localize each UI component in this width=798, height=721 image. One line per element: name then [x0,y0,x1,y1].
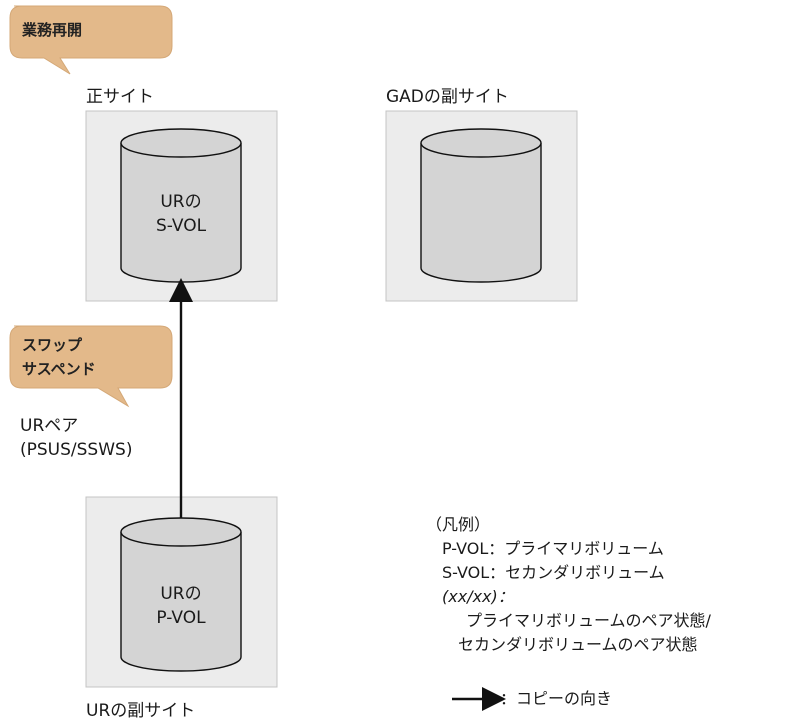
primary-volume-line1: URの [160,192,202,212]
ur-pair-label-line2: (PSUS/SSWS) [20,440,133,460]
legend: （凡例） P-VOL：プライマリボリューム S-VOL：セカンダリボリューム (… [426,513,711,657]
legend-svol: S-VOL：セカンダリボリューム [442,563,665,582]
ur-secondary-volume-line2: P-VOL [156,608,206,628]
gad-volume-cylinder [420,128,542,283]
swap-suspend-callout [9,325,173,408]
legend-arrow-desc: ：コピーの向き [500,689,613,708]
resume-callout [9,5,173,75]
primary-volume-line2: S-VOL [155,216,207,236]
ur-secondary-volume-line1: URの [160,584,202,604]
ur-pair-label-line1: URペア [20,416,79,436]
ur-secondary-volume-cylinder [120,517,242,672]
legend-status-key: (xx/xx)： [442,587,514,606]
gad-secondary-site-label: GADの副サイト [386,87,509,107]
legend-status-desc1: プライマリボリュームのペア状態/ [466,611,711,630]
resume-callout-text: 業務再開 [22,21,83,39]
ur-secondary-volume-label: URの P-VOL [121,582,241,630]
swap-callout-line2: サスペンド [22,360,96,378]
swap-callout-line1: スワップ [22,336,83,354]
primary-volume-cylinder [120,128,242,283]
ur-secondary-site-label: URの副サイト [86,701,196,721]
ur-pair-label: URペア (PSUS/SSWS) [20,414,132,462]
legend-title: （凡例） [426,515,491,534]
primary-volume-label: URの S-VOL [121,190,241,238]
legend-status-desc2: セカンダリボリュームのペア状態 [458,635,698,654]
primary-site-label: 正サイト [86,87,154,107]
legend-pvol: P-VOL：プライマリボリューム [442,539,664,558]
